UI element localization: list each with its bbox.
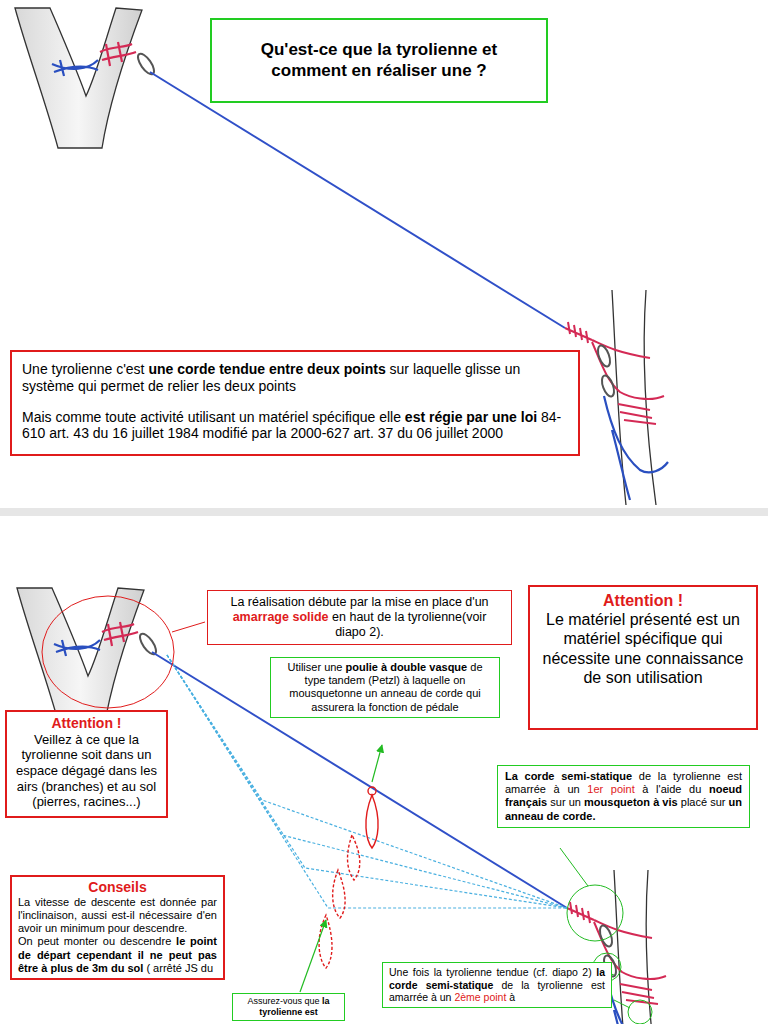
slide-gap [0, 508, 768, 516]
advice-box: ConseilsLa vitesse de descente est donné… [10, 875, 225, 980]
second-anchor-note: Une fois la tyrolienne tendue (cf. diapo… [382, 962, 612, 1008]
box-heading: Attention ! [12, 715, 161, 732]
box-heading: Attention ! [536, 591, 750, 610]
box-text: Qu'est-ce que la tyrolienne et comment e… [222, 40, 536, 81]
box-text: La corde semi-statique de la tyrolienne … [505, 770, 742, 823]
box-text: La réalisation débute par la mise en pla… [216, 595, 503, 640]
check-note: Assurez-vous que la tyrolienne est [232, 993, 345, 1021]
title-box: Qu'est-ce que la tyrolienne et comment e… [210, 18, 548, 103]
anchor-note: La réalisation débute par la mise en pla… [207, 590, 512, 645]
box-text: On peut monter ou descendre le point de … [18, 935, 217, 975]
pulley-note: Utiliser une poulie à double vasque de t… [270, 657, 500, 718]
pedal-loops [319, 787, 378, 968]
box-text: Assurez-vous que la tyrolienne est [237, 996, 340, 1018]
box-text: Mais comme toute activité utilisant un m… [22, 409, 568, 443]
knot-highlight [567, 885, 623, 941]
box-text: Le matériel présenté est un matériel spé… [536, 610, 750, 687]
rope-note: La corde semi-statique de la tyrolienne … [497, 765, 750, 828]
warning-box: Attention !Le matériel présenté est un m… [528, 585, 758, 730]
knot-highlight [628, 1000, 652, 1024]
box-text: Une fois la tyrolienne tendue (cf. diapo… [389, 966, 605, 1004]
leader-line [614, 1000, 630, 1008]
box-heading: Conseils [18, 879, 217, 896]
box-text: La vitesse de descente est donnée par l'… [18, 896, 217, 936]
box-text: Veillez à ce que la tyrolienne soit dans… [12, 732, 161, 810]
warning-box: Attention !Veillez à ce que la tyrolienn… [5, 710, 168, 818]
leader-arrow [372, 745, 382, 782]
leader-line [172, 622, 205, 632]
anchor-highlight [42, 596, 174, 708]
leader-arrow [300, 920, 326, 992]
box-text: Une tyrolienne c'est une corde tendue en… [22, 361, 568, 395]
box-text: Utiliser une poulie à double vasque de t… [277, 661, 493, 714]
leader-line [560, 848, 588, 886]
definition-box: Une tyrolienne c'est une corde tendue en… [10, 350, 580, 456]
